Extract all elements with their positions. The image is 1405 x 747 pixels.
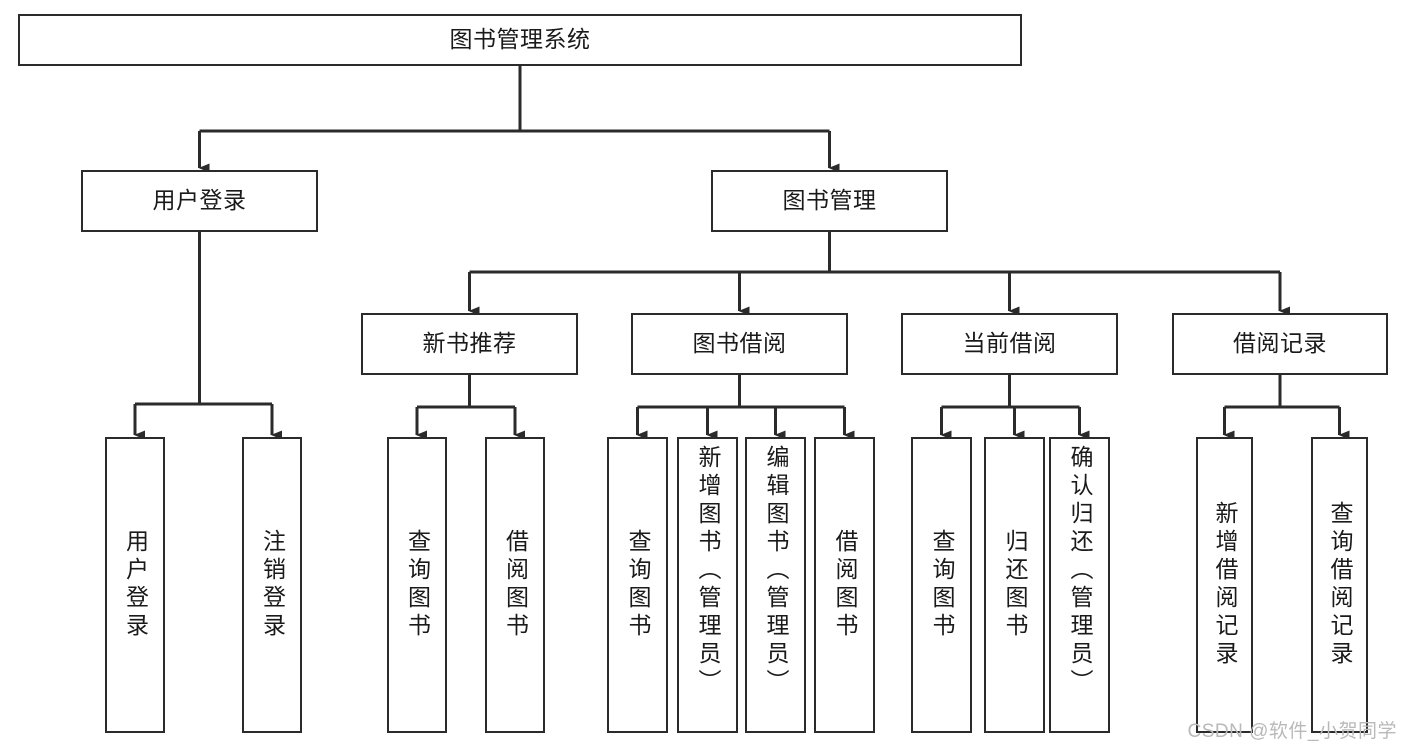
node-root[interactable]: 图书管理系统: [18, 14, 1022, 66]
node-leaf-add-book-label: 新增图书（管理员）: [695, 445, 721, 697]
node-leaf-query-book-3-label: 查询图书: [929, 529, 955, 641]
node-leaf-confirm-return-label: 确认归还（管理员）: [1067, 445, 1093, 697]
node-leaf-query-book-1-label: 查询图书: [404, 529, 431, 641]
node-leaf-borrow-book-2-label: 借阅图书: [832, 529, 858, 641]
node-user-login-label: 用户登录: [152, 187, 247, 214]
node-leaf-confirm-return[interactable]: 确认归还（管理员）: [1049, 437, 1110, 733]
node-leaf-logout-label: 注销登录: [259, 529, 286, 641]
node-leaf-borrow-book-1-label: 借阅图书: [502, 529, 529, 641]
node-new-book-rec[interactable]: 新书推荐: [361, 313, 578, 375]
node-new-book-rec-label: 新书推荐: [422, 330, 517, 357]
node-leaf-add-book[interactable]: 新增图书（管理员）: [677, 437, 738, 733]
node-current-borrow[interactable]: 当前借阅: [901, 313, 1118, 375]
node-leaf-user-login[interactable]: 用户登录: [105, 437, 165, 733]
node-book-manage[interactable]: 图书管理: [711, 170, 948, 232]
node-leaf-logout[interactable]: 注销登录: [242, 437, 302, 733]
node-book-borrow-label: 图书借阅: [692, 330, 787, 357]
node-book-manage-label: 图书管理: [782, 187, 877, 214]
node-leaf-edit-book[interactable]: 编辑图书（管理员）: [745, 437, 806, 733]
node-leaf-query-record-label: 查询借阅记录: [1327, 501, 1353, 669]
node-user-login[interactable]: 用户登录: [81, 170, 318, 232]
node-leaf-query-record[interactable]: 查询借阅记录: [1311, 437, 1368, 733]
node-book-borrow[interactable]: 图书借阅: [631, 313, 848, 375]
node-leaf-query-book-3[interactable]: 查询图书: [911, 437, 972, 733]
node-root-label: 图书管理系统: [449, 26, 591, 53]
node-leaf-return-book-label: 归还图书: [1002, 529, 1028, 641]
node-leaf-user-login-label: 用户登录: [122, 529, 149, 641]
node-leaf-add-record[interactable]: 新增借阅记录: [1196, 437, 1253, 733]
node-borrow-record-label: 借阅记录: [1233, 330, 1327, 357]
node-leaf-borrow-book-2[interactable]: 借阅图书: [814, 437, 875, 733]
node-current-borrow-label: 当前借阅: [962, 330, 1057, 357]
node-borrow-record[interactable]: 借阅记录: [1172, 313, 1388, 375]
node-leaf-query-book-2-label: 查询图书: [625, 529, 651, 641]
node-leaf-query-book-1[interactable]: 查询图书: [387, 437, 447, 733]
node-leaf-edit-book-label: 编辑图书（管理员）: [763, 445, 789, 697]
node-leaf-borrow-book-1[interactable]: 借阅图书: [485, 437, 545, 733]
node-leaf-add-record-label: 新增借阅记录: [1212, 501, 1238, 669]
node-leaf-query-book-2[interactable]: 查询图书: [607, 437, 668, 733]
node-leaf-return-book[interactable]: 归还图书: [984, 437, 1045, 733]
